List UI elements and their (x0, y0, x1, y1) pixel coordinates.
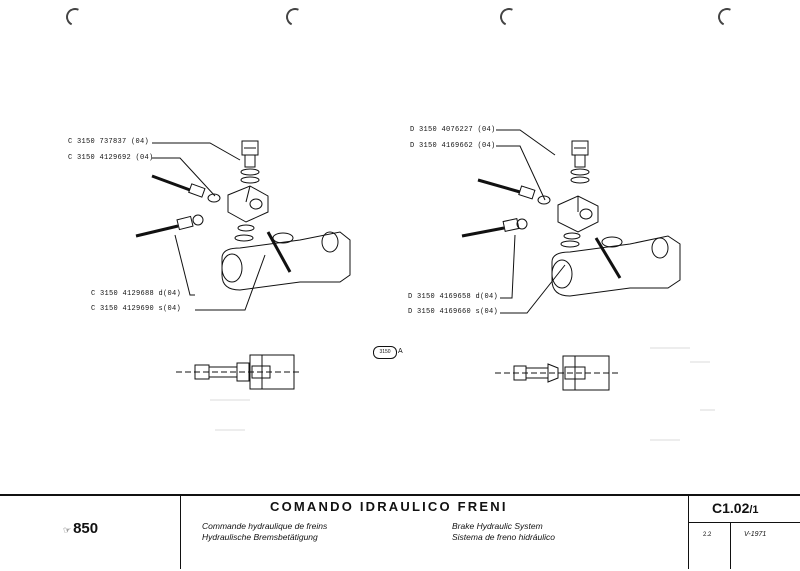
pointer-icon: ☞ (63, 525, 72, 535)
left-top-part-label-2: C 3150 4129692 (04) (68, 154, 154, 162)
model-value: 850 (73, 520, 99, 537)
divider-2 (688, 494, 689, 569)
title-english: Brake Hydraulic System (452, 521, 543, 531)
section-ref-badge: 3150 (373, 346, 397, 359)
divider-4 (688, 522, 800, 523)
page-code: C1.02/1 (712, 500, 759, 516)
title-spanish: Sistema de freno hidráulico (452, 532, 556, 542)
right-bottom-part-label-1: D 3150 4169658 d(04) (408, 293, 499, 301)
divider-3 (730, 522, 731, 569)
issue-date: V-1971 (744, 531, 767, 538)
right-top-part-label-2: D 3150 4169662 (04) (410, 142, 496, 150)
page-title: COMANDO IDRAULICO FRENI (270, 499, 508, 514)
right-assembly (461, 129, 681, 391)
left-top-part-label-1: C 3150 737837 (04) (68, 138, 150, 146)
title-french: Commande hydraulique de freins (202, 521, 328, 531)
page-code-main: C1.02 (712, 500, 750, 516)
page-code-sub: /1 (749, 504, 759, 516)
title-german: Hydraulische Bremsbetätigung (202, 532, 318, 542)
right-bottom-part-label-2: D 3150 4169660 s(04) (408, 308, 499, 316)
right-top-part-label-1: D 3150 4076227 (04) (410, 126, 496, 134)
left-assembly (135, 140, 351, 390)
section-ref-letter: A (398, 348, 403, 355)
title-block (0, 494, 800, 571)
left-bottom-part-label-1: C 3150 4129688 d(04) (91, 290, 182, 298)
revision-number: 2.2 (703, 532, 712, 538)
left-bottom-part-label-2: C 3150 4129690 s(04) (91, 305, 182, 313)
faint-marks (210, 347, 715, 441)
model-number: ☞850 (63, 520, 98, 537)
divider-1 (180, 494, 181, 569)
